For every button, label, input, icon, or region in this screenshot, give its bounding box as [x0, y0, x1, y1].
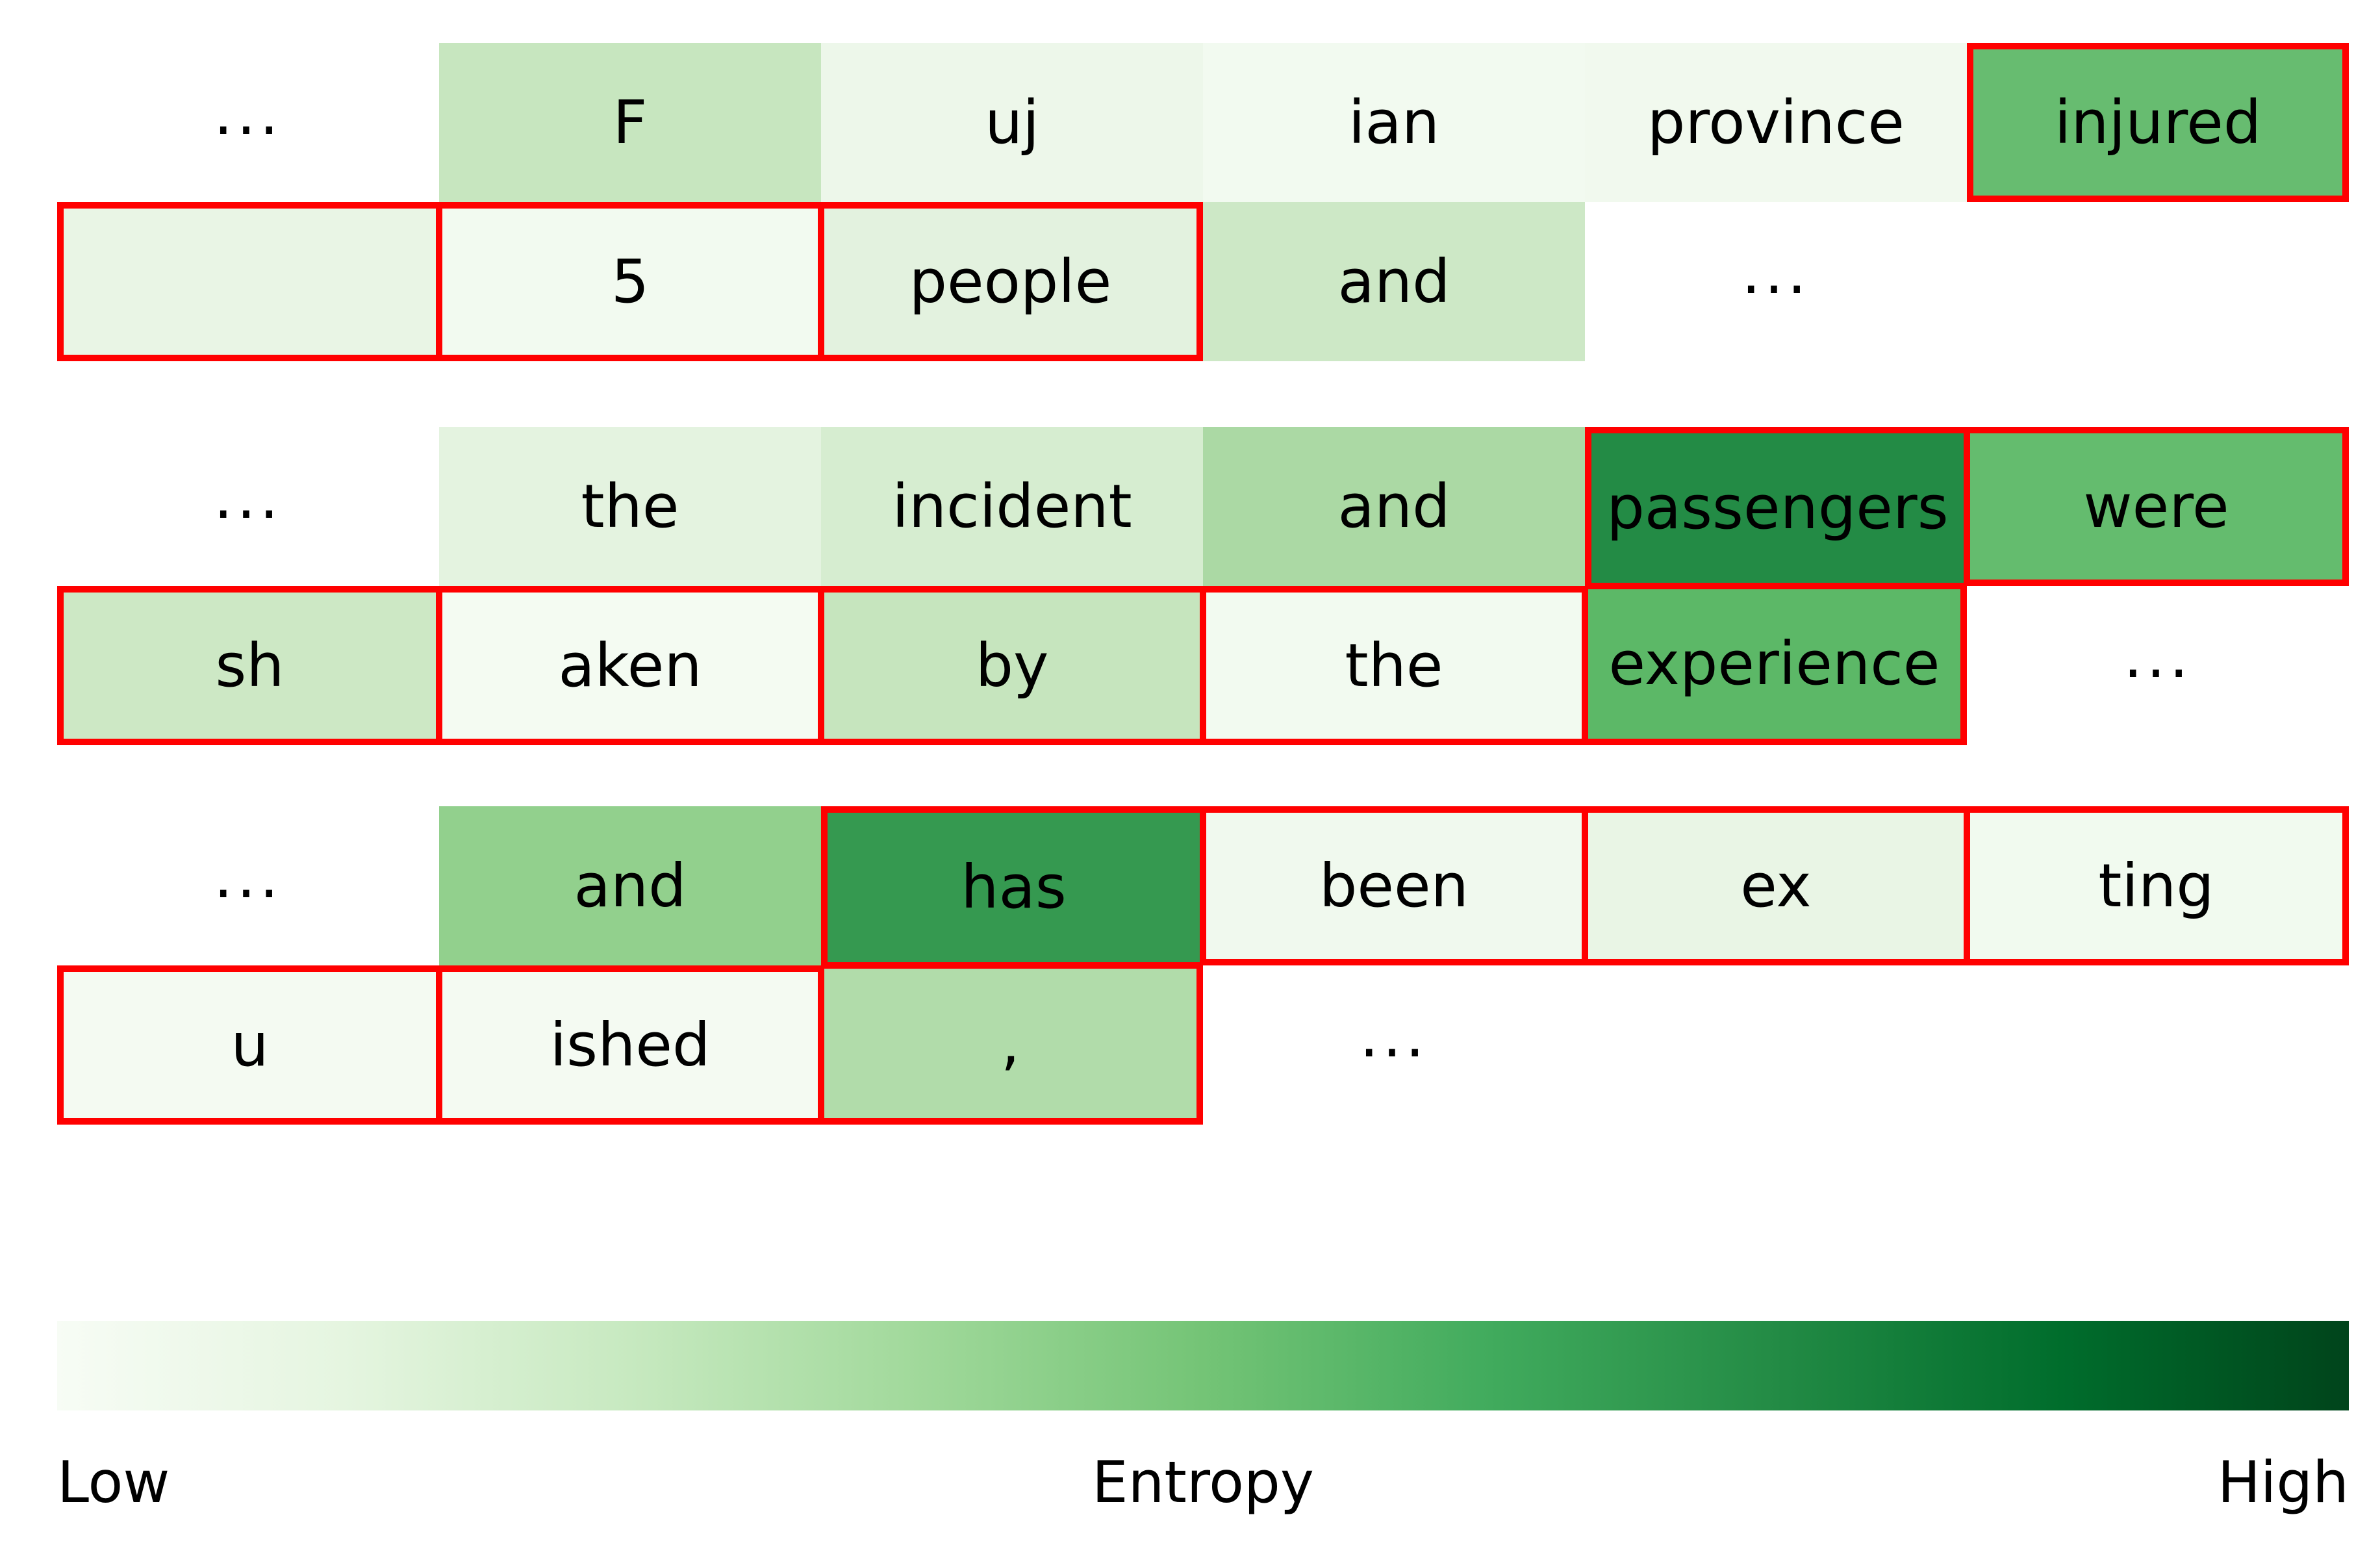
token-cell: and [1203, 202, 1585, 361]
token-cell: uj [821, 43, 1203, 202]
token-text: experience [1608, 629, 1940, 698]
token-cell-highlighted: the [1203, 586, 1585, 745]
token-cell-highlighted: ex [1585, 806, 1967, 965]
token-text: ex [1740, 850, 1812, 921]
token-cell-highlighted: were [1967, 427, 2349, 586]
token-cell: ian [1203, 43, 1585, 202]
token-text: uj [985, 87, 1039, 157]
token-cell-highlighted: sh [57, 586, 439, 745]
token-text: ian [1348, 87, 1440, 157]
token-text: ished [550, 1010, 711, 1080]
token-text: province [1647, 87, 1905, 157]
token-cell: ... [1585, 202, 1967, 361]
token-cell-highlighted: , [821, 965, 1203, 1125]
token-text: by [975, 630, 1049, 700]
colorbar-legend: Low Entropy High [57, 1444, 2349, 1522]
token-text: incident [892, 471, 1132, 541]
token-cell: ... [1967, 586, 2349, 745]
token-text: u [231, 1010, 269, 1080]
token-cell: the [439, 427, 821, 586]
token-cell: F [439, 43, 821, 202]
token-cell-highlighted: has [821, 806, 1203, 965]
token-text: were [2083, 471, 2229, 541]
token-text: ... [214, 462, 283, 532]
token-text: aken [558, 630, 702, 700]
legend-entropy-label: Entropy [1092, 1449, 1314, 1516]
token-cell: province [1585, 43, 1967, 202]
token-cell: ... [57, 43, 439, 202]
token-text: passengers [1606, 473, 1949, 542]
token-text: ... [1741, 237, 1810, 307]
token-cell: ... [57, 806, 439, 965]
token-text: people [909, 246, 1112, 316]
token-text: and [1337, 246, 1450, 316]
token-cell-highlighted: by [821, 586, 1203, 745]
token-cell-highlighted: ting [1967, 806, 2349, 965]
token-cell-highlighted: experience [1585, 586, 1967, 745]
token-text: and [574, 850, 687, 921]
token-text: ... [1360, 1001, 1428, 1071]
token-cell-highlighted: passengers [1585, 427, 1967, 586]
token-cell-highlighted: injured [1967, 43, 2349, 202]
token-text: the [581, 471, 679, 541]
token-text: sh [215, 630, 285, 700]
token-cell: ... [57, 427, 439, 586]
token-cell-highlighted: 5 [439, 202, 821, 361]
token-text: and [1337, 471, 1450, 541]
token-cell: incident [821, 427, 1203, 586]
token-text: F [613, 87, 648, 157]
token-cell-highlighted: u [57, 965, 439, 1125]
token-text: the [1345, 630, 1443, 700]
token-cell-highlighted: aken [439, 586, 821, 745]
entropy-colorbar [57, 1321, 2349, 1410]
token-text: 5 [611, 246, 650, 316]
token-cell-highlighted [57, 202, 439, 361]
token-cell-highlighted: ished [439, 965, 821, 1125]
token-text: has [961, 852, 1067, 922]
token-text: ... [214, 78, 283, 148]
legend-high-label: High [2217, 1449, 2349, 1516]
token-text: injured [2054, 87, 2262, 157]
token-cell-highlighted: been [1203, 806, 1585, 965]
token-text: been [1319, 850, 1469, 921]
token-text: ... [214, 841, 283, 912]
legend-low-label: Low [57, 1449, 170, 1516]
token-text: ting [2098, 850, 2214, 921]
token-text: , [1000, 1008, 1020, 1078]
token-cell: and [439, 806, 821, 965]
token-text: ... [2123, 621, 2192, 691]
token-cell: ... [1203, 965, 1585, 1125]
token-cell-highlighted: people [821, 202, 1203, 361]
token-cell: and [1203, 427, 1585, 586]
